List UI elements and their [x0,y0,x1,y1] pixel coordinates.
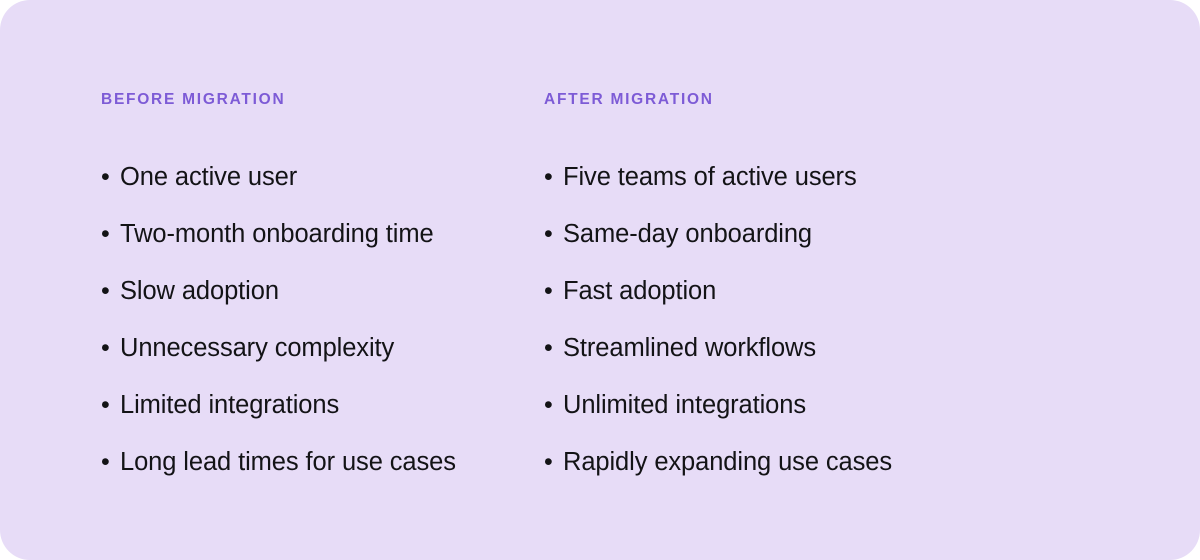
list-item: • One active user [101,149,543,206]
bullet-icon: • [101,276,110,305]
bullet-icon: • [544,390,553,419]
bullet-list-before: • One active user • Two-month onboarding… [101,149,543,491]
list-item-label: Slow adoption [120,276,279,305]
bullet-icon: • [544,333,553,362]
bullet-icon: • [544,219,553,248]
column-before-migration: BEFORE MIGRATION • One active user • Two… [0,0,543,560]
bullet-icon: • [101,219,110,248]
column-heading-before: BEFORE MIGRATION [101,91,286,108]
list-item: • Two-month onboarding time [101,206,543,263]
list-item-label: Streamlined workflows [563,333,816,362]
list-item: • Unlimited integrations [544,377,1200,434]
bullet-icon: • [101,390,110,419]
list-item: • Same-day onboarding [544,206,1200,263]
list-item-label: Rapidly expanding use cases [563,447,893,476]
list-item-label: Limited integrations [120,390,340,419]
column-after-migration: AFTER MIGRATION • Five teams of active u… [543,0,1200,560]
list-item: • Fast adoption [544,263,1200,320]
list-item-label: Unnecessary complexity [120,333,395,362]
list-item-label: Long lead times for use cases [120,447,456,476]
bullet-icon: • [101,447,110,476]
list-item: • Rapidly expanding use cases [544,434,1200,491]
bullet-icon: • [544,447,553,476]
list-item: • Unnecessary complexity [101,320,543,377]
list-item: • Long lead times for use cases [101,434,543,491]
bullet-list-after: • Five teams of active users • Same-day … [544,149,1200,491]
list-item-label: Unlimited integrations [563,390,807,419]
bullet-icon: • [544,162,553,191]
list-item-label: Same-day onboarding [563,219,813,248]
list-item: • Streamlined workflows [544,320,1200,377]
bullet-icon: • [101,162,110,191]
bullet-icon: • [101,333,110,362]
list-item: • Five teams of active users [544,149,1200,206]
list-item-label: Fast adoption [563,276,717,305]
column-heading-after: AFTER MIGRATION [544,91,714,108]
list-item-label: Five teams of active users [563,162,857,191]
list-item: • Slow adoption [101,263,543,320]
list-item-label: One active user [120,162,298,191]
list-item-label: Two-month onboarding time [120,219,434,248]
list-item: • Limited integrations [101,377,543,434]
bullet-icon: • [544,276,553,305]
